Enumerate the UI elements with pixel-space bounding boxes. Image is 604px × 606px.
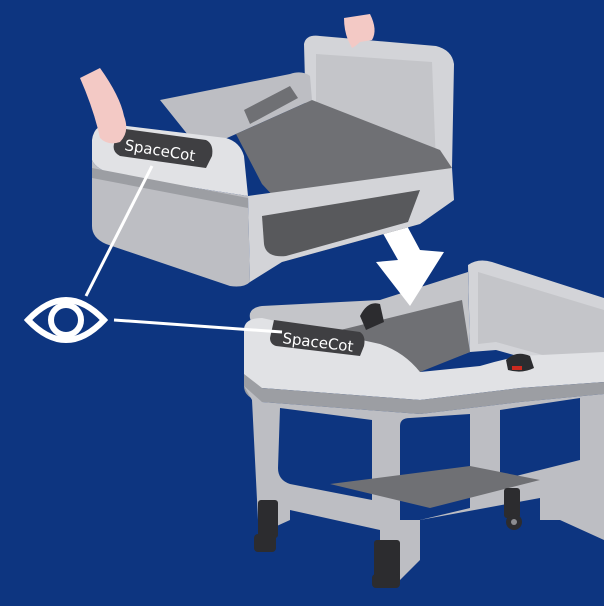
lower-cot: SpaceCot [244, 261, 604, 588]
hand-left [80, 68, 126, 143]
eye-icon [28, 300, 104, 340]
lower-cot-latch [506, 354, 534, 372]
